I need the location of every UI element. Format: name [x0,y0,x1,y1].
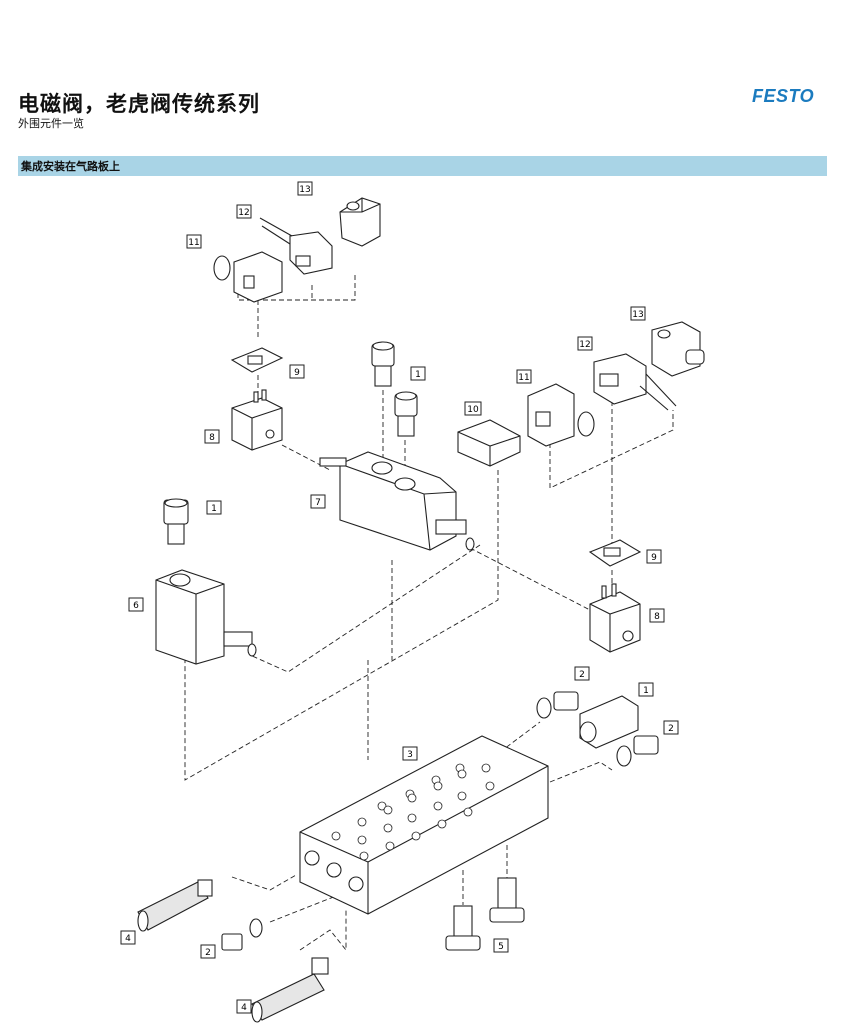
page-title: 电磁阀，老虎阀传统系列 [18,91,260,116]
callout-4-label: 4 [241,1003,247,1013]
callout-5: 5 [493,938,509,953]
callout-10: 10 [464,401,482,416]
callout-7: 7 [310,494,326,509]
page-subtitle: 外围元件一览 [18,117,84,130]
callout-7-label: 7 [315,498,321,508]
callout-10-label: 10 [467,405,479,415]
callout-13: 13 [297,181,313,196]
callout-8-label: 8 [209,433,215,443]
callout-4: 4 [120,930,136,945]
callout-11-label: 11 [518,373,529,383]
callout-2: 2 [574,666,590,681]
callout-1-label: 1 [415,370,421,380]
callout-5-label: 5 [498,942,504,952]
callout-9: 9 [289,364,305,379]
callout-1: 1 [206,500,222,515]
callout-2-label: 2 [579,670,585,680]
section-band: 集成安装在气路板上 [18,156,827,176]
callout-13-label: 13 [299,185,310,195]
callout-13-label: 13 [632,310,643,320]
festo-logo: FESTO [752,86,815,106]
callout-11: 11 [186,234,202,249]
section-heading: 集成安装在气路板上 [21,160,120,173]
callout-2-label: 2 [205,948,211,958]
callout-8: 8 [204,429,220,444]
callout-9-label: 9 [651,553,657,563]
callout-9-label: 9 [294,368,300,378]
callout-8-label: 8 [654,612,660,622]
callout-8: 8 [649,608,665,623]
callout-12-label: 12 [579,340,590,350]
callout-9: 9 [646,549,662,564]
callout-1-label: 1 [643,686,649,696]
callout-13: 13 [630,306,646,321]
callout-12-label: 12 [238,208,249,218]
callout-2: 2 [200,944,216,959]
callout-2-label: 2 [668,724,674,734]
callout-1-label: 1 [211,504,217,514]
callout-12: 12 [236,204,252,219]
callout-3-label: 3 [407,750,413,760]
callout-6-label: 6 [133,601,139,611]
callout-4: 4 [236,999,252,1014]
callout-1: 1 [410,366,426,381]
callout-11-label: 11 [188,238,199,248]
callout-11: 11 [516,369,532,384]
callout-12: 12 [577,336,593,351]
callout-6: 6 [128,597,144,612]
callout-3: 3 [402,746,418,761]
callout-4-label: 4 [125,934,131,944]
callout-1: 1 [638,682,654,697]
callout-2: 2 [663,720,679,735]
